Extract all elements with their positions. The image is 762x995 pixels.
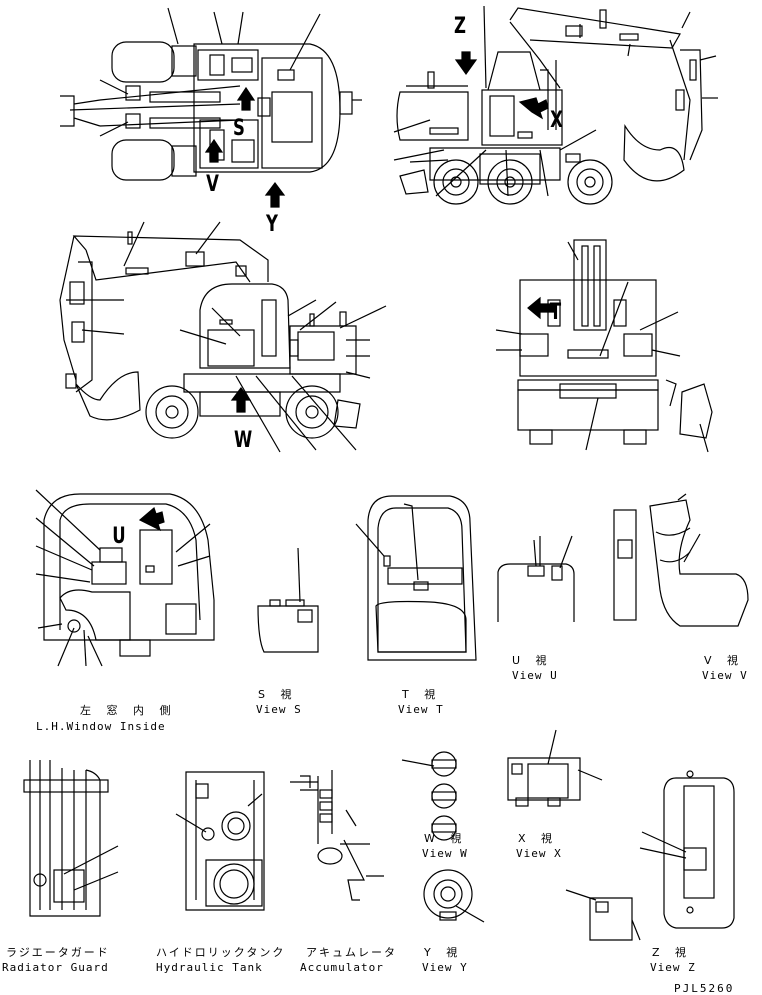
view-s-caption-jp: S 視 (258, 688, 298, 701)
view-x-caption-jp: X 視 (518, 832, 559, 845)
view-w-caption-jp: W 視 (424, 832, 468, 845)
hydraulic-caption-jp: ハイドロリックタンク (156, 946, 286, 959)
hydraulic-caption-en: Hydraulic Tank (156, 961, 263, 974)
view-v-drawing (613, 493, 749, 627)
window-caption-jp: 左 窓 内 側 (80, 704, 177, 717)
right-side-view-drawing (393, 5, 718, 205)
view-y-caption-en: View Y (422, 961, 468, 974)
view-z-drawing (565, 770, 735, 941)
view-s-letter: S (232, 116, 245, 141)
view-u-caption-en: View U (512, 669, 558, 682)
window-caption-en: L.H.Window Inside (36, 720, 166, 733)
view-u-drawing (497, 535, 575, 622)
view-x-drawing (507, 729, 603, 807)
view-v-letter: V (206, 172, 219, 197)
view-t-letter: T (549, 300, 562, 325)
view-y-caption-jp: Y 視 (424, 946, 464, 959)
view-t-drawing (355, 495, 477, 661)
view-v-caption-jp: V 視 (704, 654, 745, 667)
radiator-caption-en: Radiator Guard (2, 961, 109, 974)
front-view-drawing (495, 239, 713, 453)
view-t-caption-jp: T 視 (402, 688, 442, 701)
accumulator-caption-en: Accumulator (300, 961, 384, 974)
view-u-caption-jp: U 視 (512, 654, 553, 667)
view-z-caption-en: View Z (650, 961, 696, 974)
view-y-drawing (423, 869, 485, 923)
accumulator-caption-jp: アキュムレータ (306, 946, 397, 959)
hydraulic-tank-drawing (175, 771, 265, 911)
view-w-drawing (401, 751, 457, 841)
view-z-caption-jp: Z 視 (652, 946, 693, 959)
view-t-caption-en: View T (398, 703, 444, 716)
view-w-letter: W (234, 428, 253, 453)
view-x-caption-en: View X (516, 847, 562, 860)
drawing-code: PJL5260 (674, 982, 735, 995)
view-v-caption-en: View V (702, 669, 748, 682)
view-x-letter: X (550, 108, 563, 133)
view-y-letter: Y (265, 212, 278, 237)
window-inside-drawing (35, 489, 215, 667)
view-w-caption-en: View W (422, 847, 468, 860)
view-s-caption-en: View S (256, 703, 302, 716)
radiator-guard-drawing (23, 760, 119, 917)
top-view-drawing (60, 7, 362, 208)
view-z-letter: Z (453, 14, 466, 39)
radiator-caption-jp: ラジエータガード (6, 946, 110, 959)
accumulator-drawing (290, 770, 384, 901)
view-u-letter: U (112, 524, 126, 549)
left-side-view-drawing (59, 221, 387, 453)
view-s-drawing (257, 547, 319, 653)
